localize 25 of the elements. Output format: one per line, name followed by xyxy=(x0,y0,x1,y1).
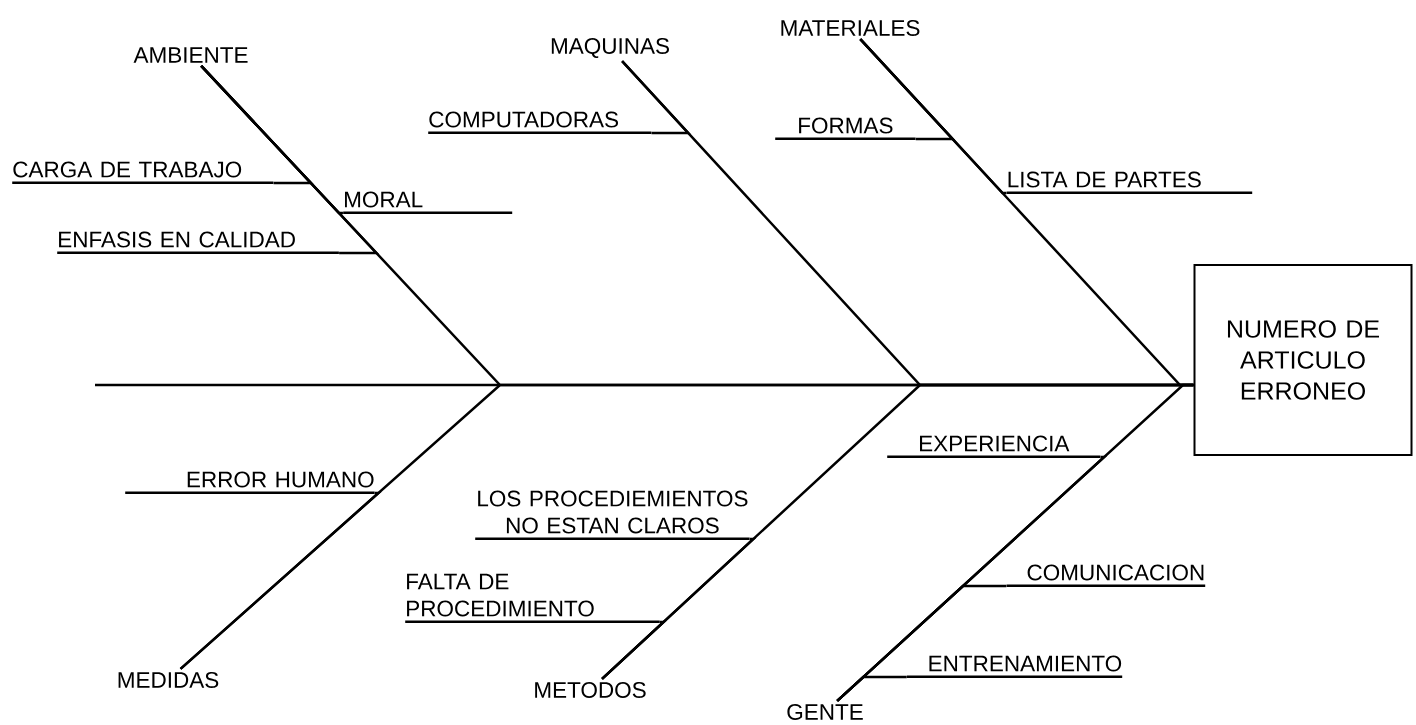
cause-label: FORMAS xyxy=(775,117,916,141)
cause-label: ERROR HUMANO xyxy=(125,471,375,495)
branch-line xyxy=(859,38,1007,195)
branch-line xyxy=(836,675,907,702)
cause-label: MORAL xyxy=(343,191,513,215)
effect-box: NUMERO DE ARTICULO ERRONEO xyxy=(1193,264,1413,456)
cause-label: COMUNICACION xyxy=(1006,564,1206,588)
category-label: MAQUINAS xyxy=(551,38,669,58)
branch-line xyxy=(200,65,380,255)
cause-label: CARGA DE TRABAJO xyxy=(12,161,274,185)
category-label: AMBIENTE xyxy=(133,47,248,63)
branch-line xyxy=(601,620,667,680)
category-label: GENTE xyxy=(787,704,863,720)
cause-label: ENFASIS EN CALIDAD xyxy=(57,231,339,255)
branch-line xyxy=(179,491,382,670)
category-label: METODOS xyxy=(535,682,646,698)
cause-label: FALTA DE PROCEDIMIENTO xyxy=(405,573,660,624)
cause-label: COMPUTADORAS xyxy=(428,111,652,135)
cause-label: ENTRENAMIENTO xyxy=(906,655,1123,679)
branch-line xyxy=(621,60,692,135)
category-label: MEDIDAS xyxy=(118,672,219,688)
cause-label: LOS PROCEDIEMIENTOS NO ESTAN CLAROS xyxy=(475,490,750,541)
cause-label: LISTA DE PARTES xyxy=(1006,171,1253,195)
cause-label: EXPERIENCIA xyxy=(887,435,1101,459)
category-label: MATERIALES xyxy=(781,20,920,36)
